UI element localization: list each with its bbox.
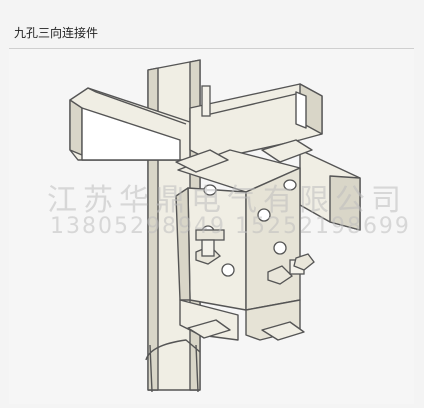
- watermark-company: 江苏华鼎电气有限公司: [47, 183, 407, 218]
- watermark-phone: 13805298949 15252198699: [50, 214, 411, 239]
- product-title: 九孔三向连接件: [14, 26, 99, 40]
